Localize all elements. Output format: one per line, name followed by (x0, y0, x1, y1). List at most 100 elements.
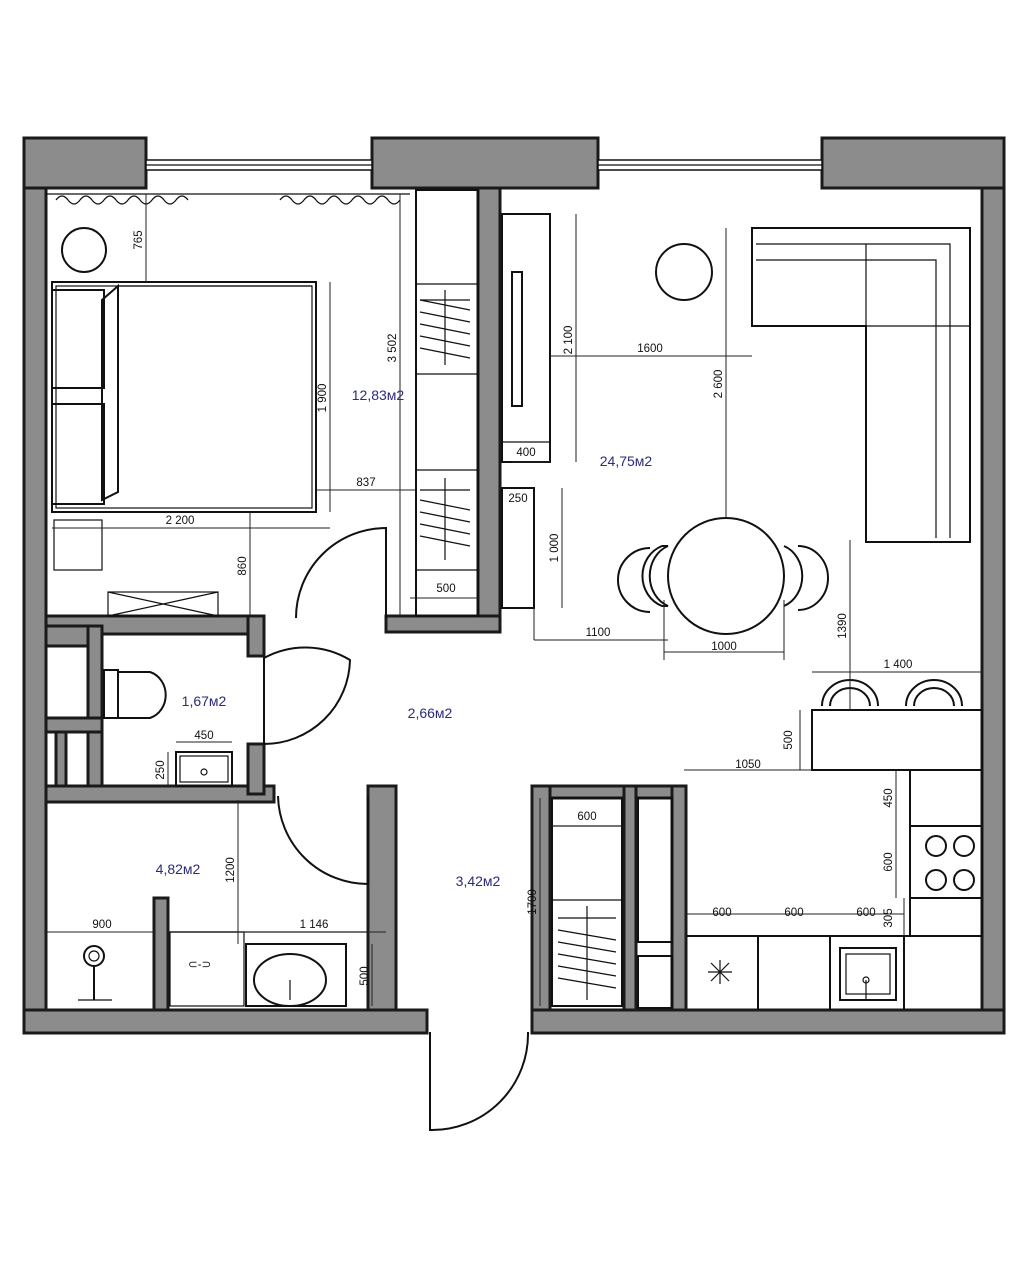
outer-wall-bottom-left (22, 1008, 429, 1035)
wall-wc-mid (44, 716, 104, 734)
dim-250-wc: 250 (155, 760, 167, 779)
outer-wall-right (980, 136, 1006, 1035)
pillow-bottom (51, 403, 105, 505)
area-hall: 3,42м2 (456, 873, 501, 889)
dim-450-wc: 450 (194, 730, 213, 742)
entrance-door (429, 1031, 530, 1132)
dim-1050: 1050 (735, 759, 761, 771)
bathroom-sink (253, 953, 327, 1007)
dim-1900: 1 900 (317, 384, 329, 413)
wall-pier-center (370, 136, 600, 190)
dim-600-k3: 600 (856, 907, 875, 919)
wardrobe-hangers-top (419, 290, 471, 365)
wall-bathroom-partition (152, 896, 170, 1012)
shoe-cabinet (637, 797, 673, 943)
area-wc: 1,67м2 (182, 693, 227, 709)
wall-kitchen-left (670, 784, 688, 1012)
dim-1000-table: 1000 (711, 641, 737, 653)
washing-machine (169, 931, 245, 1007)
hall-wardrobe-body (551, 797, 623, 1007)
area-labels: 12,83м2 24,75м2 1,67м2 2,66м2 4,82м2 3,4… (156, 387, 653, 889)
pillow-top (51, 289, 105, 389)
outer-wall-bottom-right (530, 1008, 1006, 1035)
stool-2 (905, 679, 963, 707)
kitchen (686, 769, 983, 1010)
kitchen-cabinet-top (909, 769, 983, 827)
dim-1000-vertical: 1 000 (549, 534, 561, 563)
dim-500-wardrobe: 500 (436, 583, 455, 595)
dresser (107, 591, 219, 617)
dim-400: 400 (516, 447, 535, 459)
curtain-right (279, 195, 401, 205)
wall-hall-right (530, 784, 552, 1012)
dimension-lines (46, 194, 982, 1006)
tv-cabinet (501, 213, 551, 463)
wall-wc-bottom (44, 784, 276, 804)
wall-wardrobe-top (548, 784, 688, 800)
wc-sink (175, 751, 233, 787)
curtain-left (55, 195, 189, 205)
wc (103, 646, 352, 787)
wall-pier-right (820, 136, 1006, 190)
area-corridor: 2,66м2 (408, 705, 453, 721)
area-bedroom: 12,83м2 (352, 387, 405, 403)
dim-1100: 1100 (586, 627, 611, 639)
chair-right (783, 545, 804, 607)
dim-837: 837 (356, 477, 375, 489)
dim-600-hob: 600 (883, 852, 895, 871)
dimension-labels: 765 3 502 1 900 837 2 200 860 500 2 100 … (92, 230, 912, 985)
area-bathroom: 4,82м2 (156, 861, 201, 877)
dim-600-wardrobe: 600 (577, 811, 596, 823)
dining-table (667, 517, 785, 635)
plant-pot (61, 227, 107, 273)
wall-pier-left (22, 136, 148, 190)
wardrobe-hangers-bottom (419, 478, 471, 560)
dim-500-bath: 500 (359, 966, 371, 985)
bathroom-door (277, 795, 369, 886)
dim-2100: 2 100 (563, 326, 575, 355)
wall-bedroom-living (476, 186, 502, 634)
svg-text:⊂-⊃: ⊂-⊃ (188, 959, 211, 971)
dim-500-bar: 500 (783, 730, 795, 749)
wall-wardrobe-divider (622, 784, 638, 1012)
dim-900: 900 (92, 919, 111, 931)
wall-wc-door-jamb (246, 614, 266, 658)
floor-lamp (655, 243, 713, 301)
dim-1200: 1200 (225, 857, 237, 883)
area-living: 24,75м2 (600, 453, 653, 469)
fridge-snowflake-icon (708, 960, 732, 984)
chair-right-back (797, 545, 829, 611)
bedroom-furniture (46, 189, 479, 619)
chair-left (641, 545, 669, 607)
outer-wall-left (22, 136, 48, 1035)
dim-765: 765 (133, 230, 145, 249)
dim-600-k2: 600 (784, 907, 803, 919)
dim-2200: 2 200 (166, 515, 195, 527)
dim-450-kitchen: 450 (883, 788, 895, 807)
corner-sofa (751, 227, 971, 543)
dim-2600: 2 600 (713, 370, 725, 399)
toilet-tank (103, 669, 119, 719)
hall-wardrobe (551, 797, 673, 1009)
bedroom-door (295, 526, 387, 619)
dim-1390: 1390 (837, 613, 849, 639)
dim-860: 860 (237, 556, 249, 575)
kitchen-sink (839, 947, 897, 1001)
toilet-bowl (117, 671, 167, 719)
dim-1700: 1700 (527, 889, 539, 915)
dim-1146: 1 146 (300, 919, 329, 931)
dim-1600: 1600 (637, 343, 663, 355)
windows (145, 159, 823, 171)
shower-head (83, 945, 105, 967)
wc-door (263, 646, 352, 745)
bathroom: ⊂-⊃ (78, 795, 369, 1007)
dim-1400: 1 400 (884, 659, 913, 671)
wall-wc-left (86, 624, 104, 788)
chair-left-back (617, 547, 651, 613)
dim-600-k1: 600 (712, 907, 731, 919)
blanket-fold (101, 283, 119, 502)
bed (51, 281, 317, 513)
dim-250-cabinet: 250 (508, 493, 527, 505)
side-cabinet (501, 487, 535, 609)
